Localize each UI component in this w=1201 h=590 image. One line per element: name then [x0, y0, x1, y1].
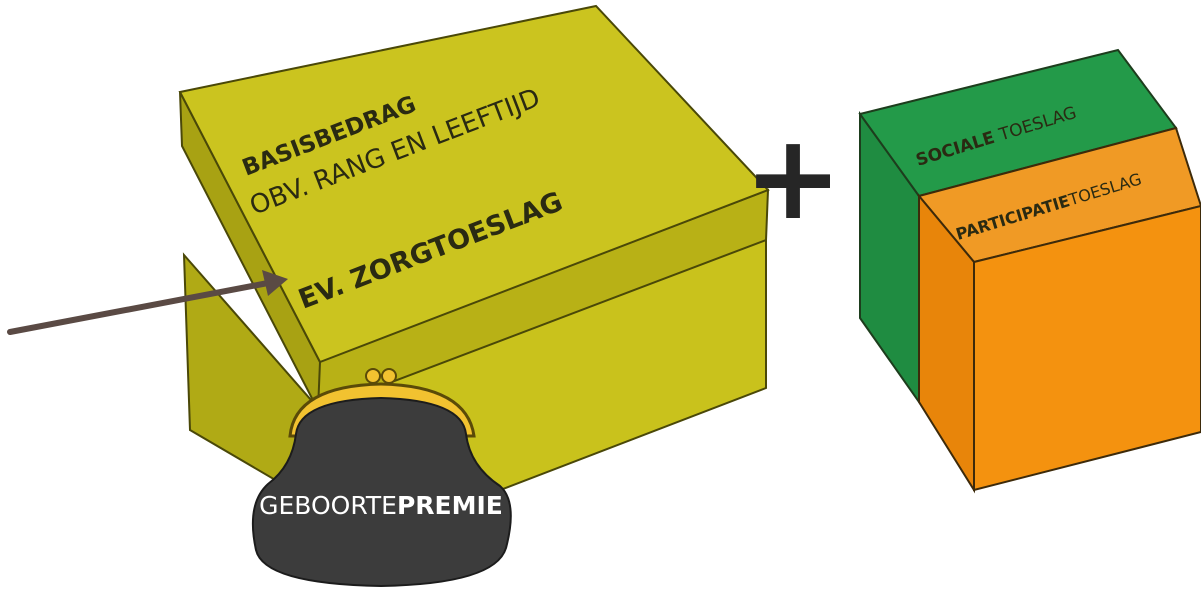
small-box: SOCIALETOESLAG PARTICIPATIETOESLAG	[860, 50, 1201, 490]
purse-label-bold: PREMIE	[397, 491, 503, 520]
plus-sign: +	[744, 108, 843, 246]
pointer-arrow	[10, 270, 288, 332]
purse-label-light: GEBOORTE	[259, 491, 397, 520]
svg-text:GEBOORTEPREMIE: GEBOORTEPREMIE	[259, 491, 503, 520]
